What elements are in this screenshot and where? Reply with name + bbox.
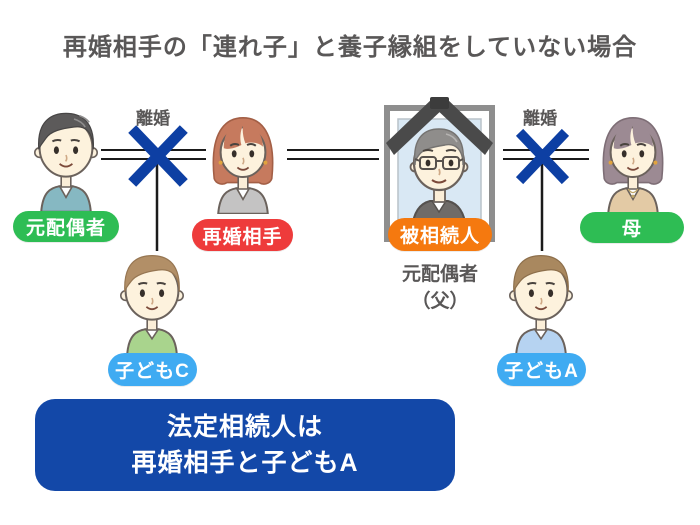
label-remarriage-partner: 再婚相手	[192, 219, 293, 251]
deceased-note: 元配偶者 （父）	[378, 261, 502, 315]
marriage-line-mother	[503, 149, 589, 160]
marriage-line-remarriage	[287, 149, 379, 160]
divorce-x-icon-left	[128, 125, 188, 187]
page-title: 再婚相手の「連れ子」と養子縁組をしていない場合	[62, 34, 638, 61]
glasses-icon	[414, 156, 464, 170]
deceased-note-line1: 元配偶者	[401, 264, 478, 285]
child-a-avatar	[509, 254, 573, 354]
deceased-memorial-photo	[384, 97, 495, 242]
divorce-label-left: 離婚	[136, 109, 170, 128]
label-mother: 母	[580, 212, 684, 243]
conclusion-box: 法定相続人は 再婚相手と子どもA	[35, 399, 455, 491]
divorce-x-icon-right	[515, 128, 570, 185]
remarriage-partner-avatar	[212, 116, 274, 214]
divorce-label-right: 離婚	[523, 109, 557, 128]
conclusion-line2: 再婚相手と子どもA	[131, 449, 359, 477]
ex-spouse-avatar	[34, 112, 98, 212]
child-c-avatar	[120, 254, 184, 354]
marriage-line-ex-spouse	[101, 149, 206, 160]
mourning-ribbon-icon	[386, 97, 493, 155]
label-child-a: 子どもA	[497, 353, 586, 386]
mother-avatar	[602, 116, 664, 214]
label-child-c: 子どもC	[108, 353, 197, 386]
deceased-portrait	[409, 128, 469, 228]
deceased-note-line2: （父）	[411, 291, 469, 312]
conclusion-line1: 法定相続人は	[166, 413, 323, 441]
label-ex-spouse: 元配偶者	[13, 211, 119, 242]
label-deceased: 被相続人	[388, 218, 492, 251]
